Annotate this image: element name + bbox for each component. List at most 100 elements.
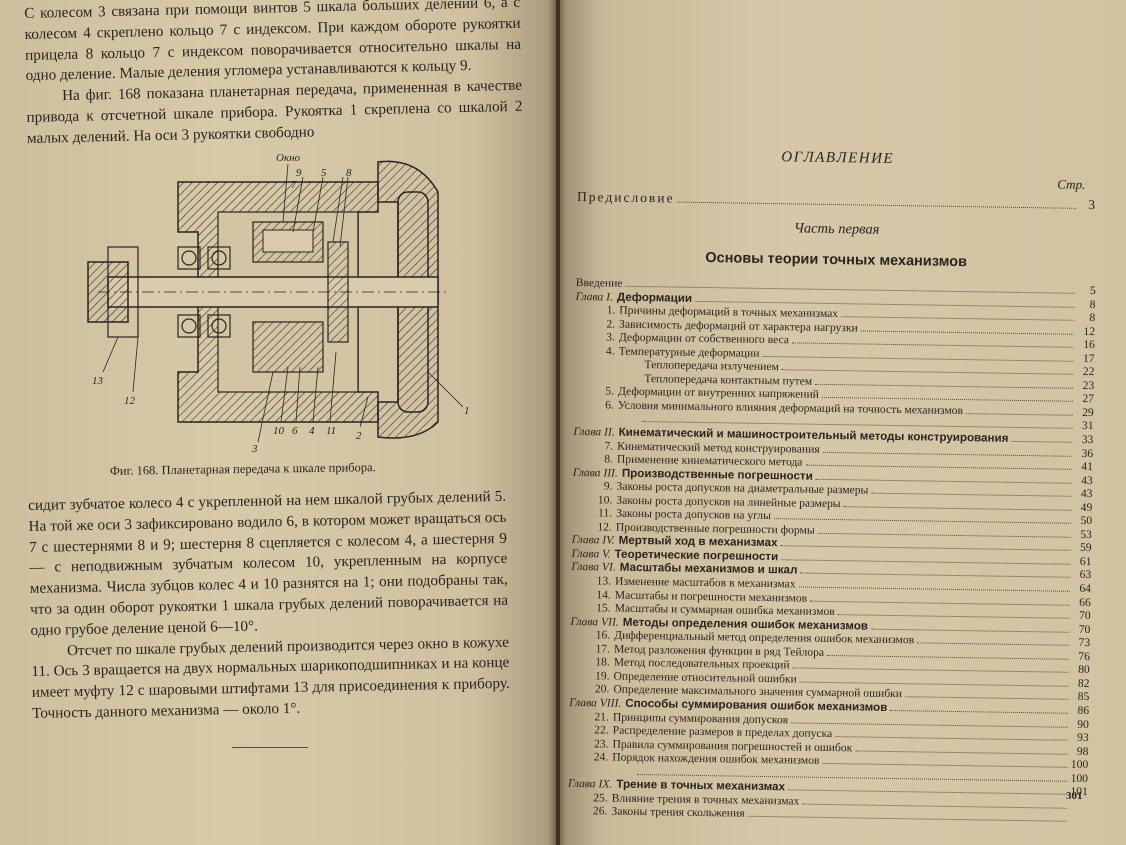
toc-entry-label: Температурные деформации [618,344,760,360]
figure-168: Окно 9 7 5 8 13 12 3 10 6 4 11 2 1 [78,152,478,455]
left-paragraph-2: На фиг. 168 показана планетарная передач… [26,76,523,147]
toc-entry-page: 100 [1070,757,1089,772]
label-11: 11 [326,425,336,437]
toc-leader [870,619,1070,633]
toc-entry-page: 76 [1078,649,1091,663]
toc-entry-number: 10. [597,493,613,507]
toc-leader [871,483,1072,497]
left-paragraph-4: Отсчет по шкале грубых делений производи… [31,633,510,722]
label-7: 7 [291,179,297,191]
toc-entry-page: 17 [1082,351,1095,365]
toc-entry-page: 8 [1089,311,1096,325]
toc-entry-page: 82 [1077,676,1090,690]
toc-entry-page: 93 [1076,730,1089,745]
toc-entry-label: Законы трения скольжения [611,804,745,821]
toc-entry-number: 5. [605,384,615,398]
toc-entry-number: 16. [595,628,611,642]
label-2: 2 [356,430,362,442]
toc-entry-page: 33 [1081,432,1094,447]
toc-entry-page: 8 [1089,297,1096,311]
toc-leader [1011,431,1073,443]
planetary-gear-drawing: Окно 9 7 5 8 13 12 3 10 6 4 11 2 1 [87,152,470,455]
toc-leader [860,321,1075,335]
toc-entry-page: 61 [1079,554,1092,569]
toc-entry-number: 7. [604,439,614,453]
toc-entry-page: 50 [1080,514,1093,528]
toc-leader [890,700,1069,714]
toc-entry-page: 59 [1079,541,1092,555]
toc-chapter-number: Глава III. [572,465,618,480]
book-gutter [548,0,566,845]
label-3: 3 [251,443,258,452]
toc-entry-page: 90 [1077,717,1089,731]
left-top-text: С колесом 3 связана при помощи винтов 5 … [24,0,523,150]
toc-chapter-number: Глава VII. [570,614,619,629]
label-13: 13 [92,375,104,387]
toc-entry-number: 11. [597,506,613,520]
toc-entry-page: 70 [1078,609,1091,623]
toc-entry-page: 27 [1082,392,1095,406]
toc-entry-page: 29 [1082,405,1094,420]
toc-foreword-label: Предисловие [576,188,675,206]
toc-entry-number: 17. [595,642,611,656]
toc-entry-number: 22. [594,723,609,737]
figure-caption: Фиг. 168. Планетарная передача к шкале п… [109,460,376,478]
left-bottom-text: сидит зубчатое колесо 4 с укрепленной на… [28,487,510,725]
left-page: С колесом 3 связана при помощи винтов 5 … [0,0,556,845]
toc-entry-page: 23 [1082,378,1095,392]
left-paragraph-1: С колесом 3 связана при помощи винтов 5 … [24,0,522,85]
toc-entry-page: 16 [1083,338,1095,352]
toc-chapter-number: Глава IV. [571,533,615,548]
section-divider [232,747,308,748]
toc-foreword: Предисловие 3 [577,189,1097,213]
toc-entry-number: 19. [594,669,610,683]
toc-entry-page: 5 [1089,284,1096,298]
toc-entry-number: 20. [594,682,610,696]
toc-entry-page: 22 [1082,365,1095,379]
toc-entry-label: Введение [575,275,623,290]
label-4: 4 [309,425,315,437]
toc-entry-number: 13. [596,574,612,588]
toc-leader [917,633,1070,646]
toc-entry-number: 9. [603,479,613,493]
toc-entry-number: 2. [606,317,616,331]
toc-entry-number: 14. [596,587,611,602]
toc-entry-number: 1. [606,303,616,317]
toc-chapter-number: Глава V. [571,546,611,561]
toc-foreword-page: 3 [1088,197,1098,213]
left-paragraph-3: сидит зубчатое колесо 4 с укрепленной на… [28,487,509,639]
toc-entry-page: 73 [1078,636,1091,650]
toc-entry-number: 25. [593,791,608,805]
toc-entry-page: 53 [1080,527,1092,541]
right-page [560,0,1126,845]
toc-part: Часть первая [793,220,880,238]
toc-entry-number: 3. [606,330,616,344]
toc-entry-page: 43 [1081,473,1093,487]
toc-chapter-number: Глава II. [573,424,615,439]
toc-chapter-number: Глава VIII. [569,695,622,710]
toc-leader [677,192,1077,209]
label-8: 8 [346,167,352,179]
toc-leader [965,404,1073,416]
toc-entry-page: 49 [1080,500,1093,514]
toc-entry-number: 23. [593,736,609,751]
toc-entry-page: 98 [1076,744,1089,758]
label-6: 6 [292,425,298,437]
toc-entry-number: 21. [594,709,610,724]
toc-entry-number: 15. [596,601,611,615]
toc-entry-page: 63 [1079,568,1092,582]
toc-leader [904,687,1069,701]
toc-entry-number: 26. [592,804,608,818]
toc-entry-page: 66 [1079,595,1091,609]
label-5: 5 [321,167,327,179]
toc-part-title: Основы теории точных механизмов [705,250,968,271]
label-1: 1 [464,405,470,417]
toc-title: ОГЛАВЛЕНИЕ [781,149,895,167]
toc-entry-page: 85 [1077,690,1090,704]
toc-entry-number: 4. [605,344,615,358]
toc-entry-page: 86 [1077,703,1090,718]
toc-entry-label: Деформации [616,290,693,305]
toc-entry-page: 70 [1078,622,1091,636]
